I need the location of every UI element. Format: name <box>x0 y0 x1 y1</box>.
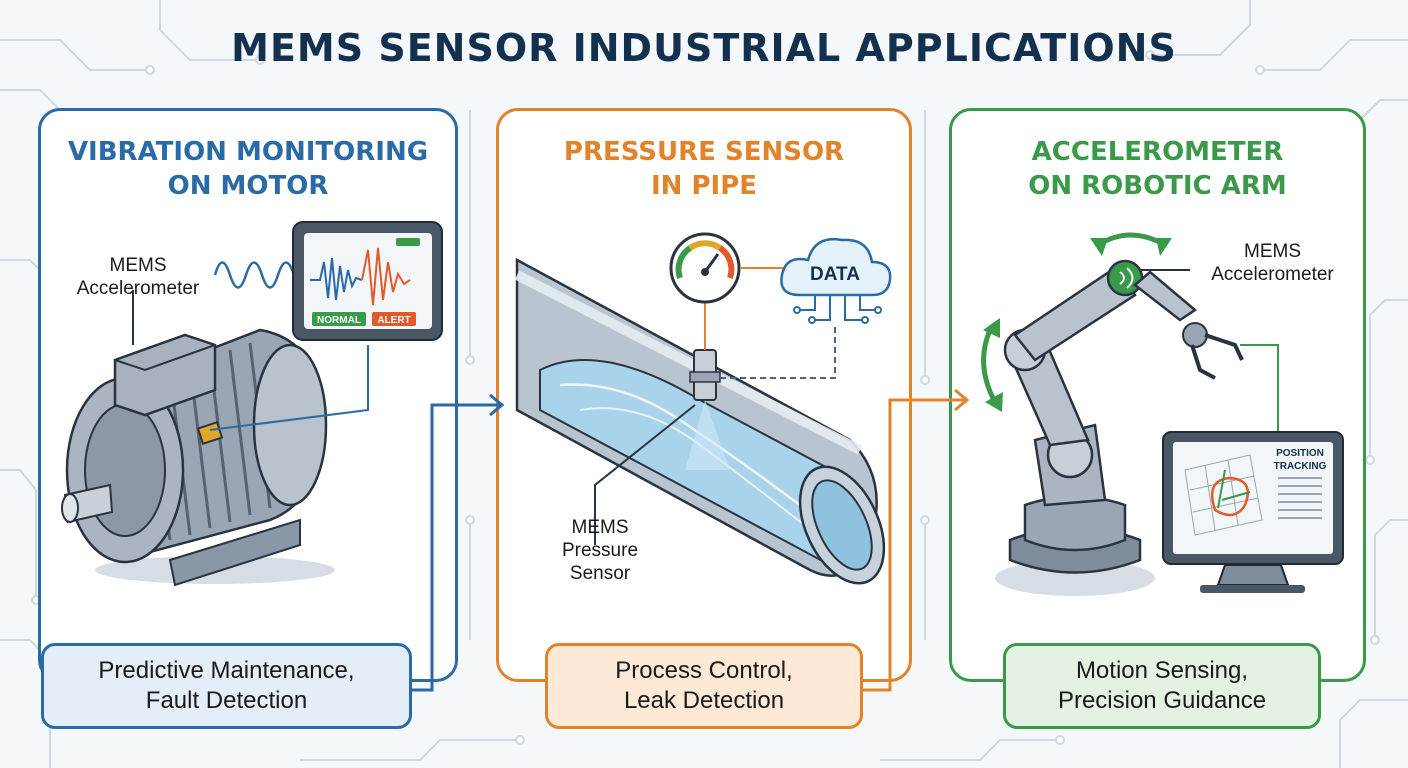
cloud-icon <box>780 237 892 324</box>
page-title: MEMS SENSOR INDUSTRIAL APPLICATIONS <box>231 26 1177 70</box>
result-box-predictive-maintenance: Predictive Maintenance, Fault Detection <box>41 643 412 729</box>
sensor-label-accelerometer-arm: MEMS Accelerometer <box>1211 241 1334 285</box>
panel-title: VIBRATION MONITORING ON MOTOR <box>67 137 429 201</box>
robotic-arm-icon <box>995 259 1244 596</box>
status-normal-badge: NORMAL <box>317 315 361 326</box>
result-box-motion-sensing: Motion Sensing, Precision Guidance <box>1003 643 1321 729</box>
panel-title: PRESSURE SENSOR IN PIPE <box>563 137 845 201</box>
screen-title-line2: TRACKING <box>1274 461 1327 472</box>
flow-arrow-icon <box>412 393 505 692</box>
pressure-gauge-icon <box>669 232 741 304</box>
result-box-process-control: Process Control, Leak Detection <box>545 643 863 729</box>
electric-motor-icon <box>61 328 335 587</box>
position-tracking-monitor <box>1162 431 1344 593</box>
cloud-data-label: DATA <box>810 264 860 285</box>
vibration-wave-icon <box>213 261 296 289</box>
screen-title-line1: POSITION <box>1276 448 1324 459</box>
panel-title: ACCELEROMETER ON ROBOTIC ARM <box>1028 137 1287 201</box>
flow-arrow-icon <box>863 388 970 692</box>
vibration-monitor-tablet <box>292 221 443 341</box>
sensor-label-accelerometer-motor: MEMS Accelerometer <box>76 255 200 299</box>
status-alert-badge: ALERT <box>377 315 410 326</box>
sensor-label-pressure: MEMS Pressure Sensor <box>561 517 639 584</box>
